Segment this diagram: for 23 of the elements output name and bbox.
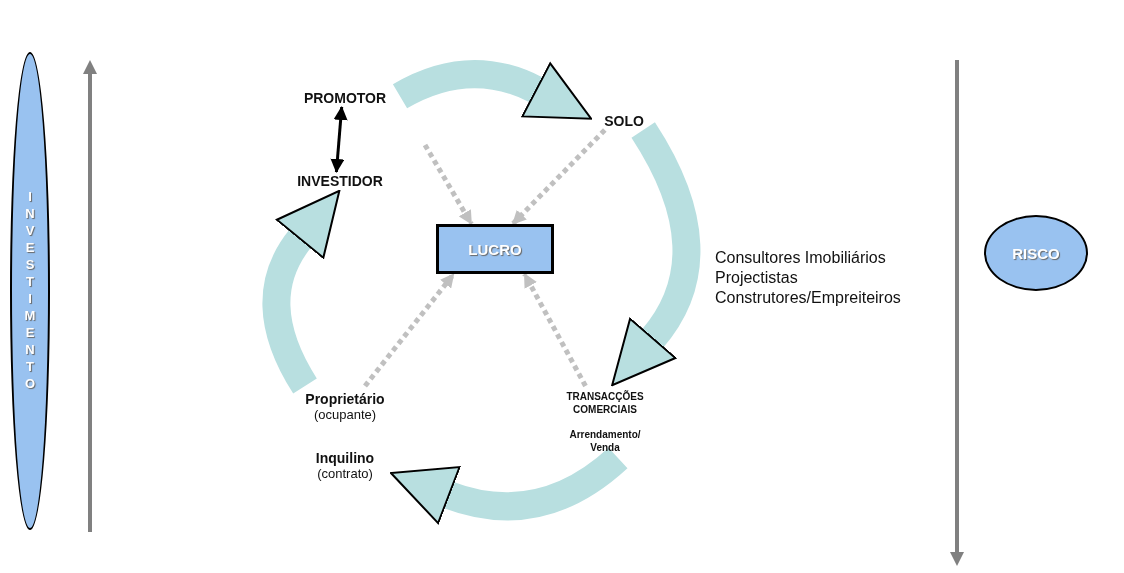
stage-label: PROMOTOR bbox=[290, 89, 400, 107]
dotted-arrow bbox=[522, 272, 588, 388]
curved-block-arrow bbox=[389, 447, 628, 525]
curved-block-arrow bbox=[262, 187, 338, 394]
note-text: (contrato) bbox=[317, 465, 373, 481]
role-label: Consultores Imobiliários bbox=[715, 248, 886, 268]
stage-label: TRANSACÇÕES COMERCIAIS bbox=[565, 390, 645, 416]
double-arrow bbox=[330, 106, 348, 173]
dotted-arrow bbox=[510, 128, 607, 226]
curved-block-arrow bbox=[613, 122, 701, 389]
note-text: Arrendamento/ Venda bbox=[568, 428, 642, 454]
role-label: Projectistas bbox=[715, 268, 798, 288]
stage-label: Proprietário bbox=[305, 390, 385, 407]
note-text: (ocupante) bbox=[313, 406, 377, 422]
role-label: Construtores/Empreiteiros bbox=[715, 288, 901, 308]
ellipse-node: RISCO bbox=[984, 215, 1088, 291]
stage-label: Inquilino bbox=[315, 449, 375, 466]
stage-label: INVESTIDOR bbox=[280, 172, 400, 190]
ellipse-node: INVESTIMENTO bbox=[10, 52, 50, 530]
dotted-arrow bbox=[422, 143, 474, 226]
dotted-arrow bbox=[363, 272, 456, 388]
stage-label: SOLO bbox=[592, 112, 656, 130]
center-box: LUCRO bbox=[436, 224, 554, 274]
